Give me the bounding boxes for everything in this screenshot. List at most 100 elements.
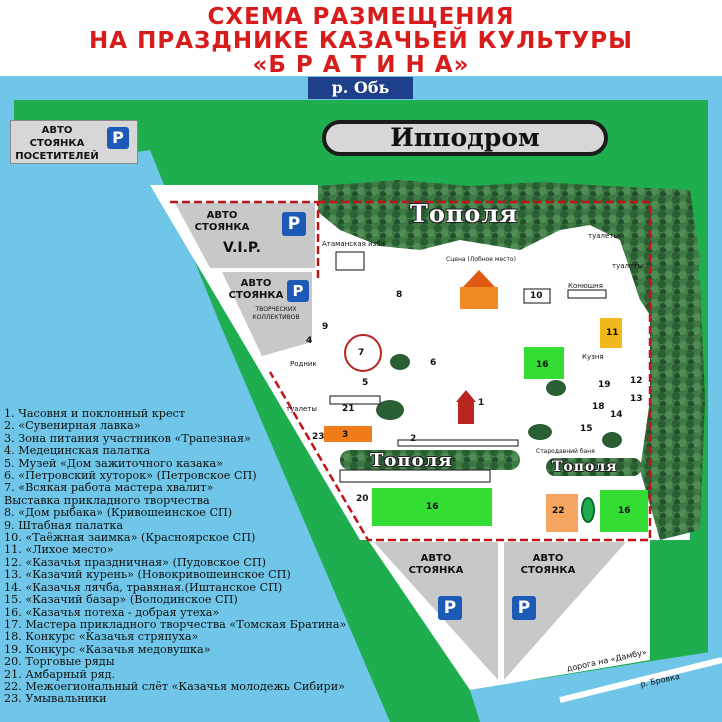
zone-16-c [600,490,648,532]
marker-1: 1 [478,398,485,408]
chapel-roof [456,390,476,402]
road [559,657,722,703]
marker-8: 8 [396,290,403,300]
legend-item: 4. Медецинская палатка [4,444,151,458]
stage-platform [460,287,498,309]
title-line-3: «Б Р А Т И Н А» [252,52,470,78]
marker-3: 3 [342,430,349,440]
zone-3 [324,426,372,442]
legend-item: 8. «Дом рыбака» (Кривошеинское СП) [4,506,233,520]
marker-15: 15 [580,424,593,434]
marker-19: 19 [598,380,611,390]
river-brovka [470,650,722,722]
bathhouse-label: Стародавний баня [536,448,595,455]
zone-7 [344,334,382,372]
legend-item: 22. Межоегиональный слёт «Казачья молоде… [4,679,346,693]
boundary-line [170,200,652,542]
legend-item: 9. Штабная палатка [4,518,124,532]
south-parking-2-label: АВТО СТОЯНКА [520,553,576,576]
creative-parking-line2: СТОЯНКА [228,290,284,301]
marker-23: 23 [312,432,325,442]
visitor-parking-label: АВТО СТОЯНКА ПОСЕТИТЕЛЕЙ [15,125,99,162]
tree-cluster-5 [602,432,622,448]
legend-item: 19. Конкурс «Казачья медовушка» [4,642,211,656]
booth-21 [329,395,381,405]
zone-16-a [524,347,564,379]
zone-22 [546,494,578,532]
marker-13: 13 [630,394,643,404]
booth-ataman [335,251,365,271]
vip-parking [175,203,315,268]
hippodrome: Ипподром [322,120,608,156]
south-parking-2 [504,542,626,680]
ataman-label: Атаманская изба [322,240,385,248]
south-parking-1 [374,542,498,680]
legend-item: Выставка прикладного творчества [4,493,210,507]
trees-south-left-label: Тополя [370,450,453,471]
legend-item: 10. «Таёжная заимка» (Красноярское СП) [4,531,256,545]
marker-11: 11 [606,328,619,338]
vip-parking-line2: СТОЯНКА [194,222,250,233]
booth-20 [339,469,491,483]
marker-2: 2 [410,434,417,444]
legend-item: 13. «Казачий курень» (Новокривошеинское … [4,568,291,582]
marker-16-c: 16 [618,506,631,516]
legend-item: 6. «Петровский хуторок» (Петровское СП) [4,469,257,483]
zone-11 [600,318,622,348]
legend-item: 5. Музей «Дом зажиточного казака» [4,456,224,470]
tree-cluster-1 [376,400,404,420]
marker-22: 22 [552,506,565,516]
toilets-label-1: туалеты [588,232,619,240]
title-line-2: НА ПРАЗДНИКЕ КАЗАЧЬЕЙ КУЛЬТУРЫ [89,28,633,54]
zone-22-ring [581,497,595,523]
marker-12: 12 [630,376,643,386]
legend-item: 21. Амбарный ряд. [4,667,116,681]
marker-7: 7 [358,348,365,358]
legend-item: 7. «Всякая работа мастера хвалит» [4,481,214,495]
marker-9: 9 [322,322,329,332]
stable-label: Конюшня [568,282,603,290]
marker-18: 18 [592,402,605,412]
legend-item: 17. Мастера прикладного творчества «Томс… [4,617,347,631]
creative-parking-line1: АВТО [240,278,272,289]
trees-north [318,180,700,340]
left-shore [0,160,390,722]
legend-item: 2. «Сувенирная лавка» [4,419,141,433]
parking-sign-creative: P [287,280,309,302]
toilets-label-3: туалеты [286,405,317,413]
visitor-parking: АВТО СТОЯНКА ПОСЕТИТЕЛЕЙ P [10,120,138,164]
legend-item: 15. «Казачий базар» (Володинское СП) [4,593,238,607]
stage-roof [463,270,495,287]
tree-cluster-3 [390,354,410,370]
parking-sign-vip: P [282,212,306,236]
booth-10 [523,288,551,304]
trees-north-label: Тополя [410,199,519,228]
vip-parking-line3: V.I.P. [223,240,261,256]
river-label: р. Обь [308,77,413,99]
legend-item: 23. Умывальники [4,692,107,706]
marker-16-a: 16 [536,360,549,370]
booth-row-2 [397,439,519,447]
marker-4: 4 [306,336,313,346]
marker-10: 10 [530,291,543,301]
toilets-label-2: туалеты [612,262,643,270]
marker-5: 5 [362,378,369,388]
legend-item: 16. «Казачья потеха - добрая утеха» [4,605,220,619]
tree-cluster-4 [546,380,566,396]
trees-south-right [546,458,642,476]
stage-label: Сцена (Лобное место) [446,256,516,263]
marker-21: 21 [342,404,355,414]
legend-item: 11. «Лихое место» [4,543,114,557]
parking-sign-south-1: P [438,596,462,620]
south-parking-1-label: АВТО СТОЯНКА [408,553,464,576]
legend-item: 20. Торговые ряды [4,655,115,669]
trees-south-left [340,450,520,470]
vip-parking-line1: АВТО [206,210,238,221]
spring-label: Родник [290,360,317,368]
booth-stable [567,289,607,299]
marker-14: 14 [610,410,623,420]
legend-item: 3. Зона питания участников «Трапезная» [4,431,251,445]
